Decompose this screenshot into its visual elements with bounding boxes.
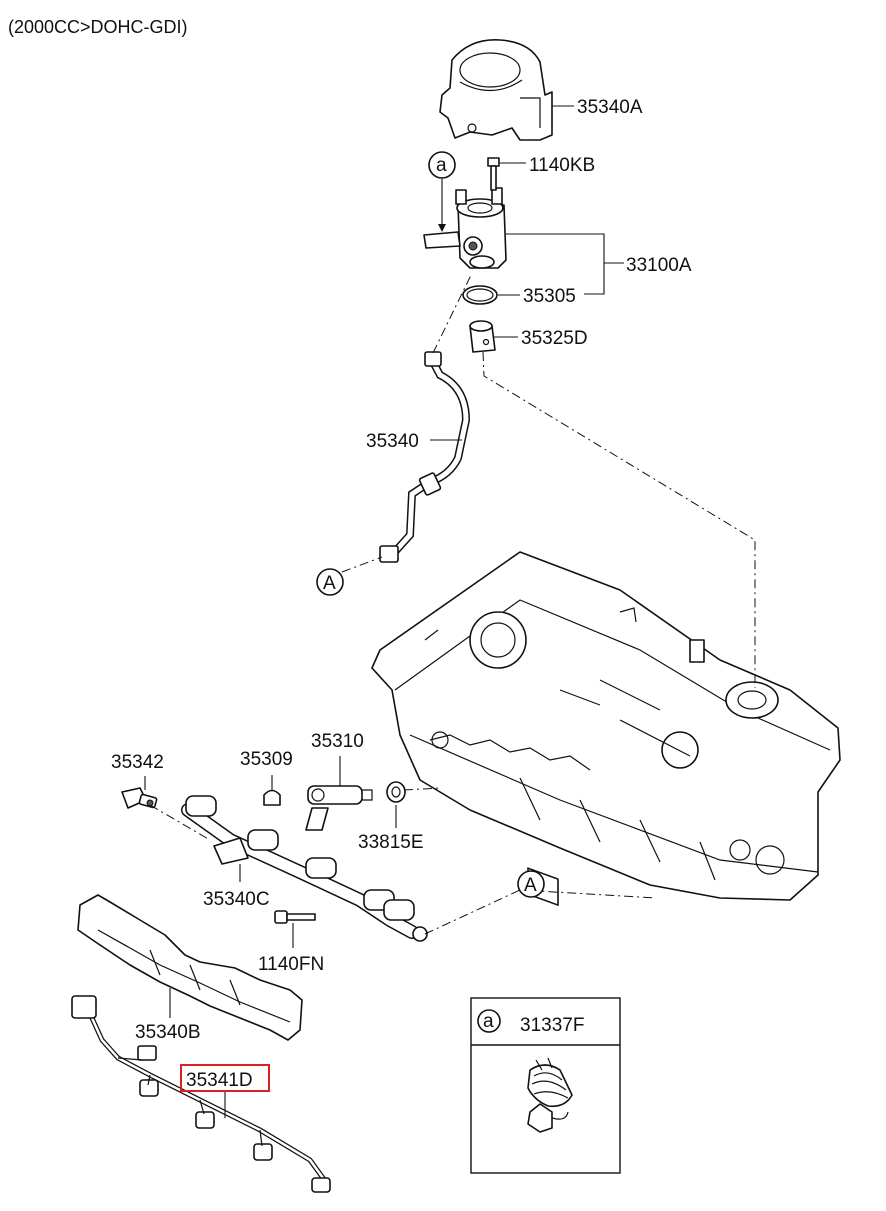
- part-label-33100a: 33100A: [626, 255, 692, 276]
- part-label-35341d[interactable]: 35341D: [186, 1070, 253, 1091]
- part-label-35310: 35310: [311, 731, 364, 752]
- part-label-35305: 35305: [523, 286, 576, 307]
- bolt-1140kb-illustration: [487, 157, 500, 191]
- fuel-rail-illustration: [181, 795, 428, 942]
- callout-a-top: a: [428, 151, 456, 179]
- part-label-35340a: 35340A: [577, 97, 643, 118]
- bolt-1140fn-illustration: [274, 910, 316, 924]
- part-label-35340b: 35340B: [135, 1022, 201, 1043]
- part-label-35342: 35342: [111, 752, 164, 773]
- callout-A-rail: A: [517, 870, 545, 898]
- callout-a-top-label: a: [436, 155, 447, 176]
- part-label-35340c: 35340C: [203, 889, 270, 910]
- bracket-illustration: [527, 1057, 573, 1133]
- fuel-pipe-illustration: [379, 351, 471, 563]
- reference-lines: [149, 272, 756, 935]
- clip-illustration: [263, 789, 281, 806]
- leader-lines: [144, 105, 624, 1118]
- detail-box: a 31337F: [470, 997, 621, 1174]
- highlight-box: [180, 1064, 270, 1092]
- part-label-33815e: 33815E: [358, 832, 424, 853]
- pump-cover-illustration: [439, 39, 553, 141]
- callout-A-pipe-label: A: [323, 573, 336, 594]
- pressure-sensor-illustration: [121, 787, 158, 809]
- detail-box-part-label: 31337F: [520, 1015, 584, 1036]
- tappet-illustration: [469, 320, 496, 353]
- part-label-35325d: 35325D: [521, 328, 588, 349]
- callout-A-rail-label: A: [524, 875, 537, 896]
- seal-illustration: [386, 781, 406, 803]
- callout-A-pipe: A: [316, 568, 344, 596]
- cylinder-head-illustration: [371, 551, 841, 906]
- injector-cover-illustration: [77, 894, 303, 1041]
- wiring-harness-illustration: [71, 995, 331, 1193]
- fuel-pump-illustration: [423, 187, 507, 269]
- part-label-1140fn: 1140FN: [258, 954, 324, 975]
- injector-illustration: [305, 785, 373, 831]
- engine-spec-header: (2000CC>DOHC-GDI): [8, 17, 188, 37]
- part-label-35309: 35309: [240, 749, 293, 770]
- part-label-1140kb: 1140KB: [529, 155, 595, 176]
- part-label-35340: 35340: [366, 431, 419, 452]
- detail-box-callout: a: [483, 1011, 494, 1032]
